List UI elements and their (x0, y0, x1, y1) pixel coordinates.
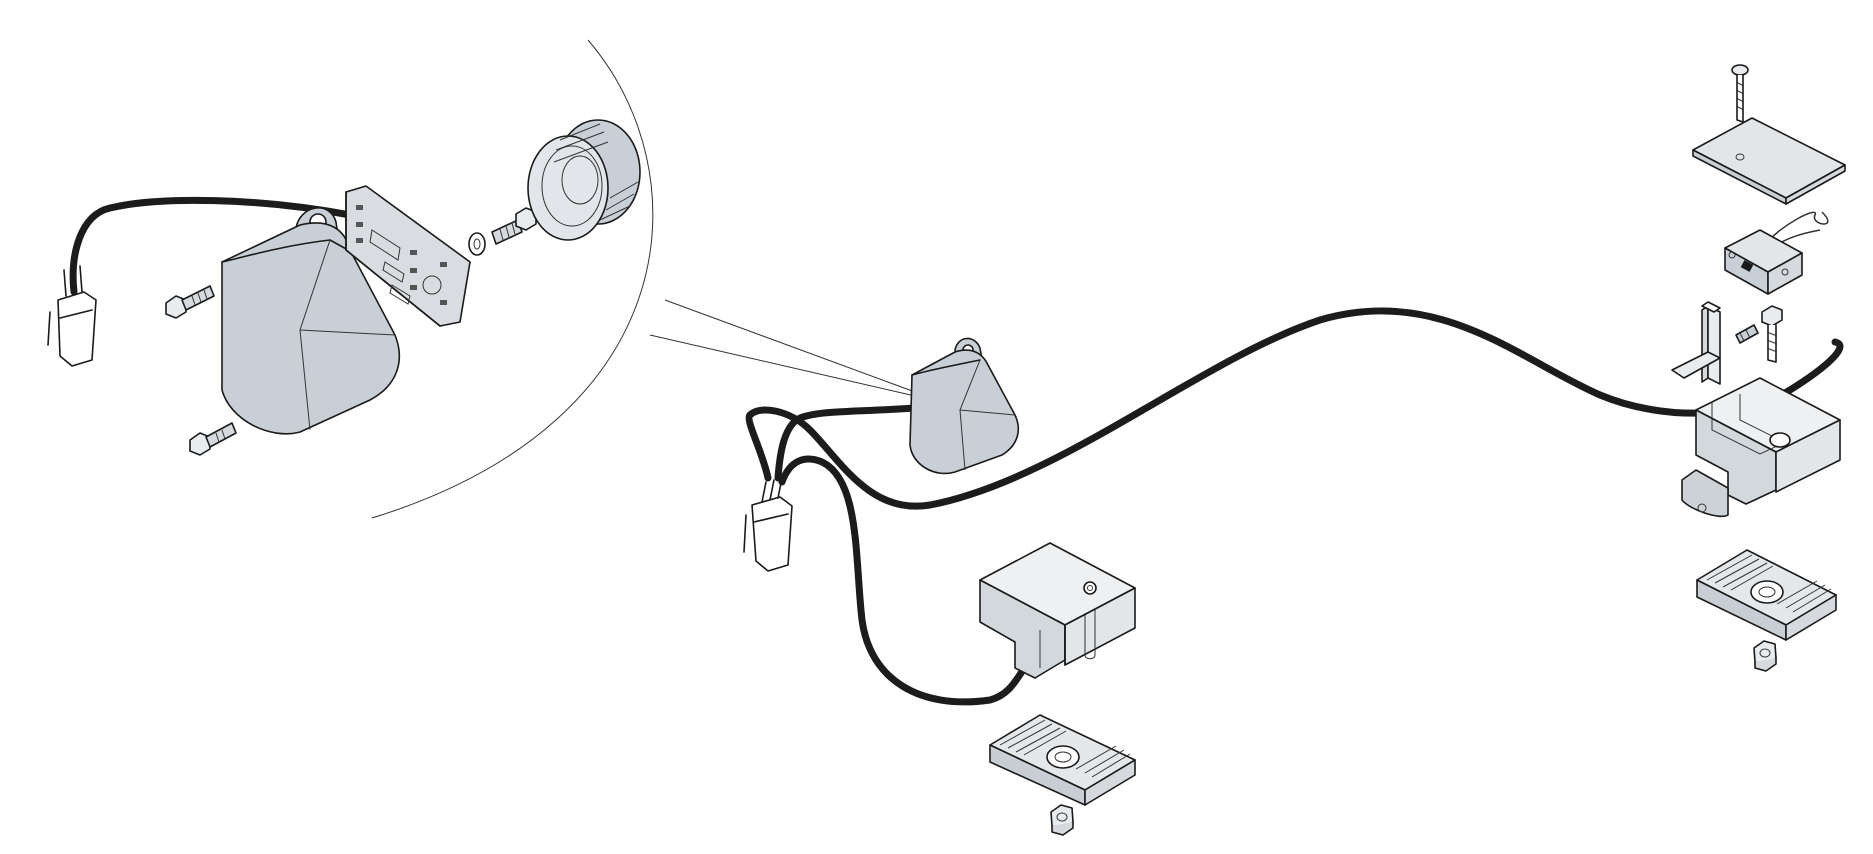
slide-clamp-right (1696, 549, 1837, 641)
detail-switch-housing (221, 207, 401, 435)
detail-washer (468, 232, 486, 256)
detail-adjustment-knob (527, 119, 641, 241)
detail-connector (47, 265, 97, 367)
mounting-screw-top (1731, 64, 1749, 123)
detail-bolt-lower (189, 422, 237, 456)
detail-adjustment-screw (491, 207, 537, 245)
block-mount-left (979, 542, 1136, 679)
detail-callout (371, 39, 916, 519)
block-mount-right (1681, 377, 1841, 518)
cover-plate (1692, 117, 1846, 205)
detail-bolt-upper (165, 285, 215, 319)
slide-clamp-left (989, 714, 1136, 806)
set-screw (1735, 324, 1759, 344)
limit-switch (1724, 229, 1803, 295)
wire-harness-connector (743, 477, 793, 572)
lock-nut-right (1753, 640, 1777, 672)
bolt (1761, 305, 1783, 363)
lock-nut-left (1050, 804, 1074, 836)
detail-control-board (345, 185, 471, 327)
switch-housing (909, 337, 1019, 475)
board-components (356, 205, 447, 305)
detail-wire-harness (47, 196, 354, 367)
actuator-bracket (1671, 301, 1721, 385)
